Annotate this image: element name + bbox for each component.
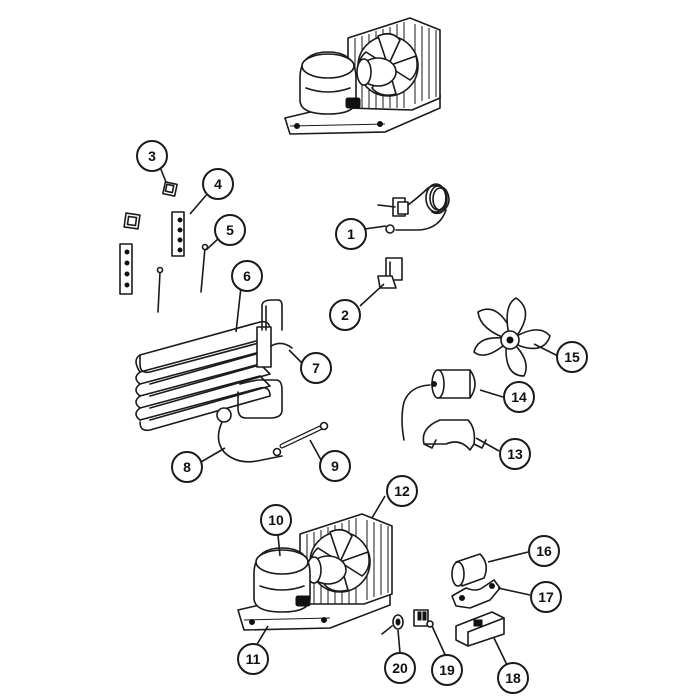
callout-8: 8	[171, 451, 203, 483]
svg-text:8: 8	[183, 459, 191, 475]
part-17-capacitor-clamp	[451, 579, 501, 609]
callout-14: 14	[503, 381, 535, 413]
part-5-pins	[156, 243, 209, 313]
svg-text:11: 11	[246, 651, 261, 667]
callout-12: 12	[386, 475, 418, 507]
svg-text:7: 7	[312, 360, 320, 376]
part-4-clips	[119, 211, 185, 295]
callout-4: 4	[202, 168, 234, 200]
callout-1: 1	[335, 218, 367, 250]
svg-text:3: 3	[148, 148, 156, 164]
callout-11: 11	[237, 643, 269, 675]
callout-15: 15	[556, 341, 588, 373]
leader-lines	[159, 166, 559, 668]
part-20-grommet	[381, 614, 404, 635]
svg-text:6: 6	[243, 268, 251, 284]
part-8-capillary-tube	[217, 421, 283, 463]
part-3-gaskets	[123, 181, 178, 230]
assembled-unit-bottom	[237, 513, 393, 631]
callout-18: 18	[497, 662, 529, 694]
part-19-terminal	[413, 609, 434, 628]
svg-text:10: 10	[268, 512, 284, 528]
part-16-capacitor	[451, 553, 488, 587]
part-13-motor-bracket	[422, 419, 487, 451]
svg-text:17: 17	[538, 589, 554, 605]
part-2-bracket	[377, 257, 403, 289]
part-1-thermostat	[377, 183, 450, 234]
part-7-capillary-loop	[216, 342, 293, 423]
svg-text:18: 18	[505, 670, 521, 686]
svg-text:14: 14	[511, 389, 527, 405]
svg-text:9: 9	[331, 458, 339, 474]
svg-text:5: 5	[226, 222, 234, 238]
svg-text:13: 13	[507, 446, 523, 462]
svg-text:16: 16	[536, 543, 552, 559]
callout-16: 16	[528, 535, 560, 567]
svg-text:15: 15	[564, 349, 580, 365]
callout-20: 20	[384, 652, 416, 684]
svg-text:19: 19	[439, 662, 455, 678]
callout-2: 2	[329, 299, 361, 331]
assembled-unit-top	[284, 17, 441, 135]
callout-17: 17	[530, 581, 562, 613]
svg-text:2: 2	[341, 307, 349, 323]
svg-text:4: 4	[214, 176, 222, 192]
callout-13: 13	[499, 438, 531, 470]
svg-text:20: 20	[392, 660, 408, 676]
part-18-relay	[455, 611, 505, 647]
callout-9: 9	[319, 450, 351, 482]
part-9-drier	[272, 421, 329, 457]
callout-5: 5	[214, 214, 246, 246]
svg-text:1: 1	[347, 226, 355, 242]
callout-3: 3	[136, 140, 168, 172]
callout-10: 10	[260, 504, 292, 536]
part-15-fan-blade	[473, 297, 551, 377]
callout-19: 19	[431, 654, 463, 686]
callout-6: 6	[231, 260, 263, 292]
callout-7: 7	[300, 352, 332, 384]
part-6-evaporator	[135, 299, 283, 432]
svg-text:12: 12	[394, 483, 410, 499]
part-14-fan-motor	[401, 369, 476, 441]
